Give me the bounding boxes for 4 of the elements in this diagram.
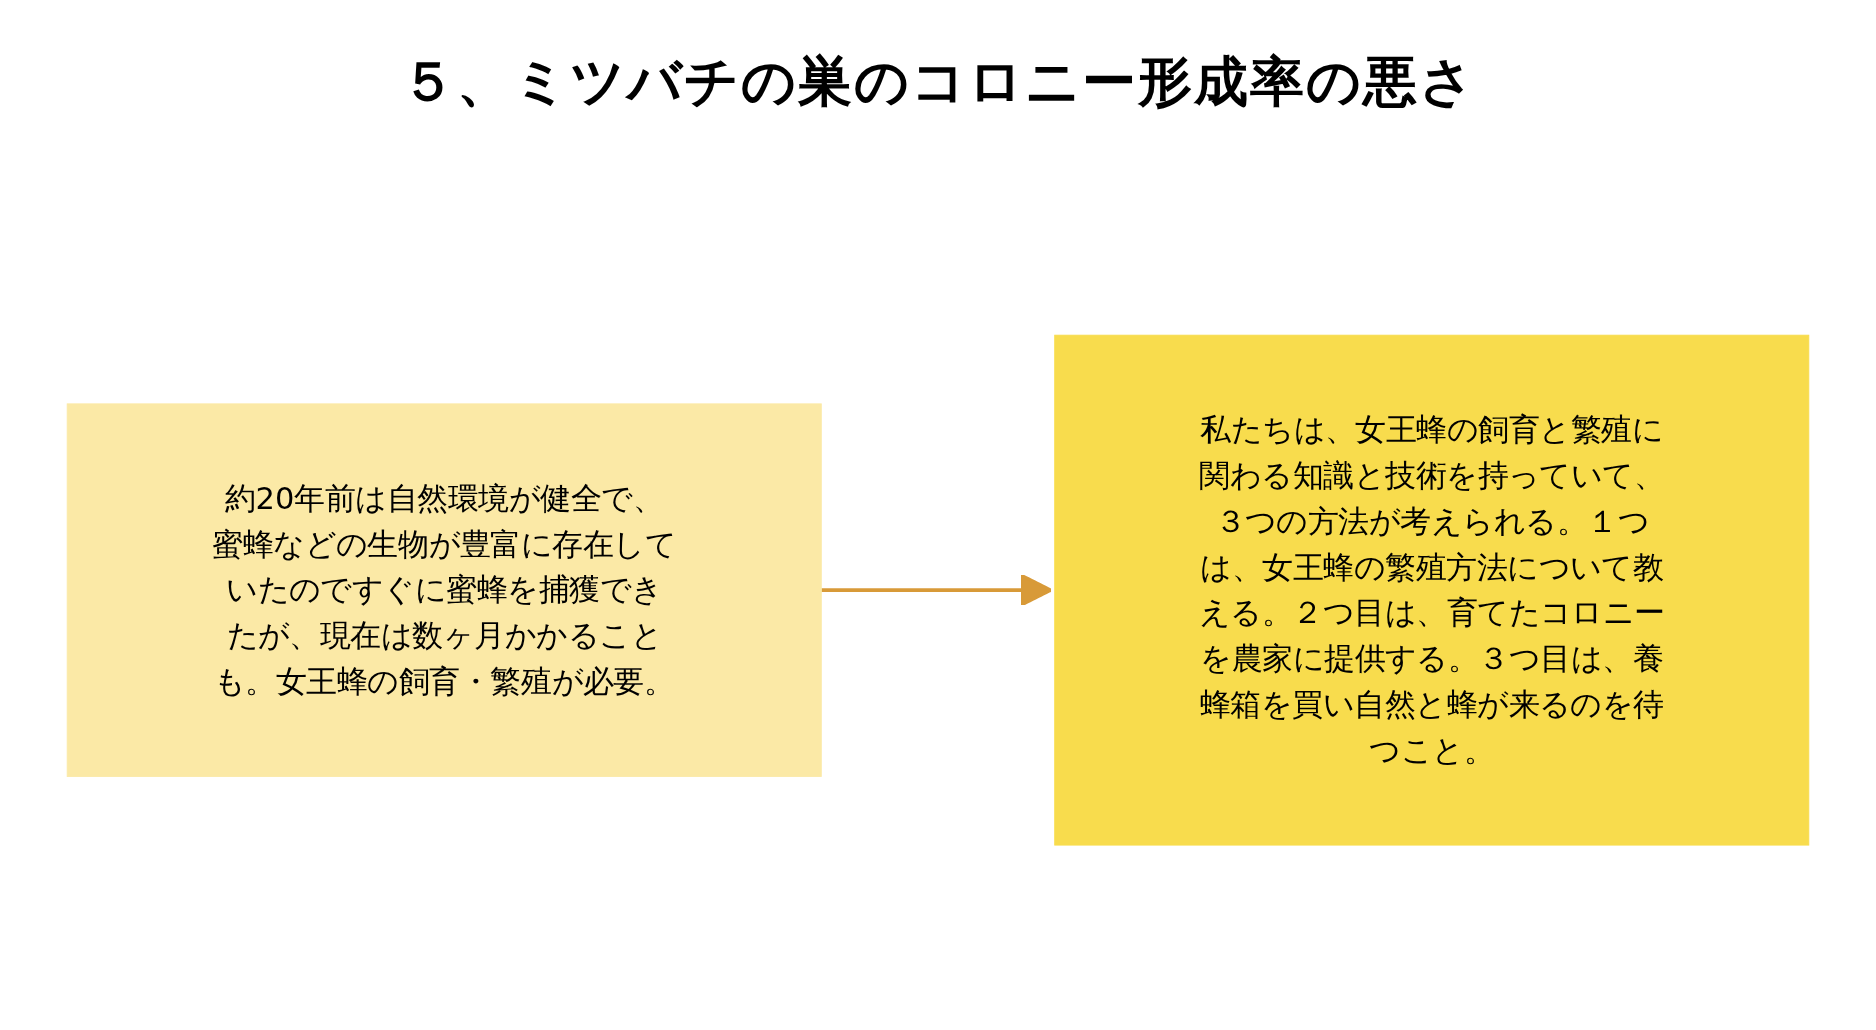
node-box: 私たちは、女王蜂の飼育と繁殖に関わる知識と技術を持っていて、３つの方法が考えられる。１つは、女王蜂の繁殖方法について教える。２つ目は、育てたコロニーを農家に提供する。３つ目は、養蜂箱を買い自然と蜂が来るのを待つこと。 <box>1054 334 1810 846</box>
arrow <box>821 573 1053 607</box>
title: ５、ミツバチの巣のコロニー形成率の悪さ <box>400 50 1476 115</box>
node-box: 約20年前は自然環境が健全で、蜜蜂などの生物が豊富に存在していたのですぐに蜜蜂を捕獲できたが、現在は数ヶ月かかることも。女王蜂の飼育・繁殖が必要。 <box>66 403 822 777</box>
